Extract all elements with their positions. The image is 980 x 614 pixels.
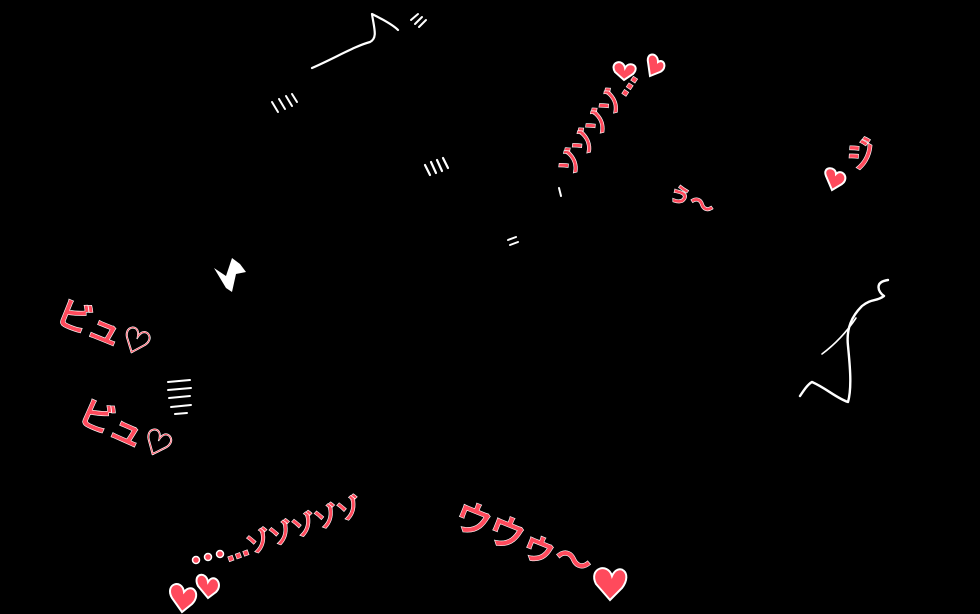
heart-icon-bottom-3 bbox=[195, 573, 220, 600]
contour-line-right-inner bbox=[821, 317, 857, 355]
hatch-marks-left bbox=[271, 93, 298, 113]
ellipsis-dots bbox=[191, 549, 225, 565]
heart-icon-bottom-2 bbox=[169, 583, 198, 614]
hatch-marks-small-center bbox=[507, 187, 562, 246]
heart-icon-top-2 bbox=[646, 53, 666, 78]
hatch-marks-lower-left bbox=[167, 379, 192, 415]
heart-icon-top-1 bbox=[612, 61, 637, 82]
spike-shape bbox=[214, 258, 246, 292]
heart-icon-bottom-1 bbox=[593, 567, 628, 602]
contour-line-right bbox=[798, 278, 890, 404]
hatch-marks-top-right bbox=[410, 13, 427, 28]
swoosh-line-top bbox=[310, 12, 400, 70]
hatch-marks-center bbox=[423, 156, 450, 177]
heart-icon-right bbox=[824, 167, 847, 192]
